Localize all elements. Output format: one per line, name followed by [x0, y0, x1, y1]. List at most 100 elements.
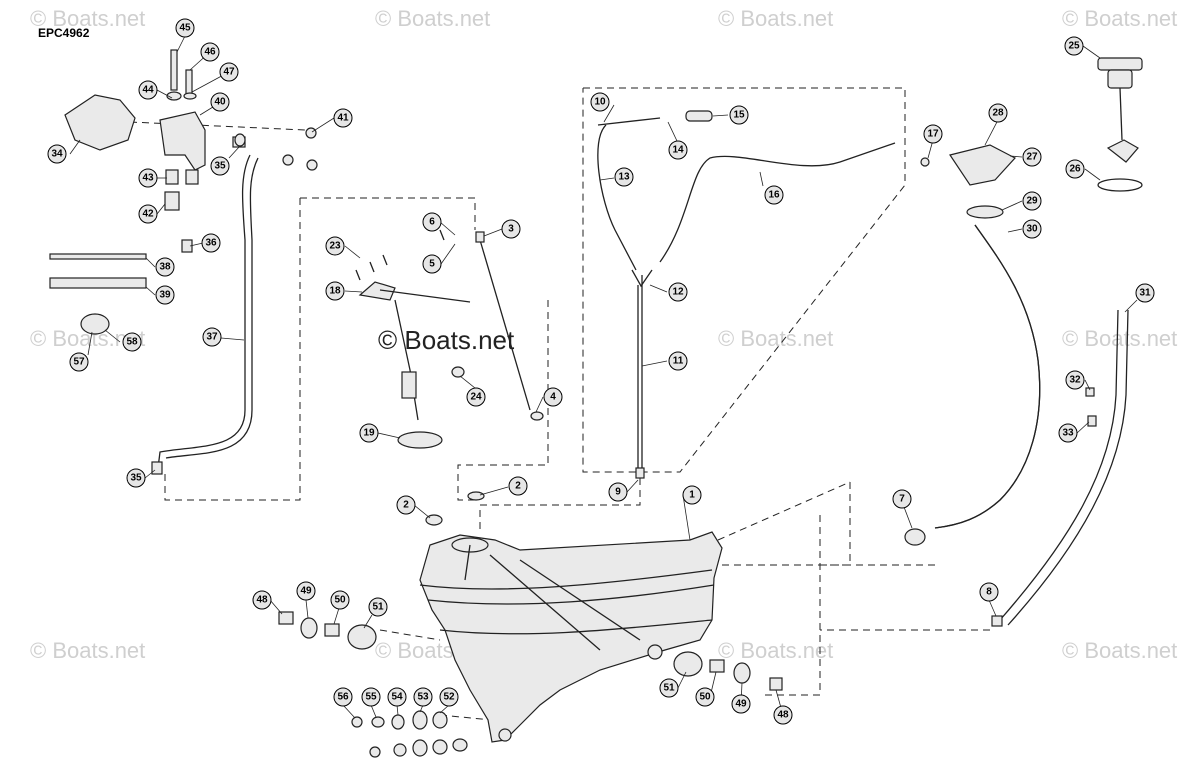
svg-text:39: 39: [159, 290, 171, 301]
callout-33[interactable]: 33: [1058, 423, 1078, 443]
callout-5[interactable]: 5: [422, 254, 442, 274]
svg-text:35: 35: [214, 161, 226, 172]
svg-text:26: 26: [1069, 164, 1081, 175]
callout-16[interactable]: 16: [764, 185, 784, 205]
svg-text:50: 50: [334, 595, 346, 606]
callout-2[interactable]: 2: [396, 495, 416, 515]
callout-40[interactable]: 40: [210, 92, 230, 112]
callout-49[interactable]: 49: [731, 694, 751, 714]
vent-lines: [597, 110, 896, 479]
callout-25[interactable]: 25: [1064, 36, 1084, 56]
callout-41[interactable]: 41: [333, 108, 353, 128]
callout-36[interactable]: 36: [201, 233, 221, 253]
callout-50[interactable]: 50: [330, 590, 350, 610]
callout-57[interactable]: 57: [69, 352, 89, 372]
callout-54[interactable]: 54: [387, 687, 407, 707]
callout-50[interactable]: 50: [695, 687, 715, 707]
callout-30[interactable]: 30: [1022, 219, 1042, 239]
callout-35[interactable]: 35: [210, 156, 230, 176]
callout-48[interactable]: 48: [773, 705, 793, 725]
svg-text:56: 56: [337, 692, 349, 703]
svg-text:42: 42: [142, 209, 154, 220]
svg-text:17: 17: [927, 129, 939, 140]
callout-51[interactable]: 51: [659, 678, 679, 698]
callout-14[interactable]: 14: [668, 140, 688, 160]
callout-39[interactable]: 39: [155, 285, 175, 305]
callout-46[interactable]: 46: [200, 42, 220, 62]
callout-27[interactable]: 27: [1022, 147, 1042, 167]
fuel-pump: [49, 49, 318, 335]
sender-unit: [355, 229, 544, 526]
callout-12[interactable]: 12: [668, 282, 688, 302]
callout-34[interactable]: 34: [47, 144, 67, 164]
callout-24[interactable]: 24: [466, 387, 486, 407]
callout-1[interactable]: 1: [682, 485, 702, 505]
callout-49[interactable]: 49: [296, 581, 316, 601]
svg-text:1: 1: [689, 490, 695, 501]
callout-52[interactable]: 52: [439, 687, 459, 707]
svg-text:49: 49: [735, 699, 747, 710]
callout-37[interactable]: 37: [202, 327, 222, 347]
callout-43[interactable]: 43: [138, 168, 158, 188]
callout-42[interactable]: 42: [138, 204, 158, 224]
svg-text:50: 50: [699, 692, 711, 703]
callout-31[interactable]: 31: [1135, 283, 1155, 303]
svg-text:23: 23: [329, 241, 341, 252]
callout-2[interactable]: 2: [508, 476, 528, 496]
callout-layer: 1 2 2 3 4 5 6 7 8 9 10 11 12 13 14 15 16…: [47, 18, 1155, 725]
callout-19[interactable]: 19: [359, 423, 379, 443]
callout-48[interactable]: 48: [252, 590, 272, 610]
callout-51[interactable]: 51: [368, 597, 388, 617]
callout-28[interactable]: 28: [988, 103, 1008, 123]
callout-44[interactable]: 44: [138, 80, 158, 100]
watermark: © Boats.net: [718, 326, 833, 351]
callout-45[interactable]: 45: [175, 18, 195, 38]
group-boundaries: [129, 87, 990, 721]
callout-18[interactable]: 18: [325, 281, 345, 301]
filler-hose: [904, 144, 1041, 546]
tank-mounts: [278, 611, 783, 758]
callout-35[interactable]: 35: [126, 468, 146, 488]
diagram-code: EPC4962: [38, 26, 90, 40]
watermark: © Boats.net: [1062, 638, 1177, 663]
svg-text:11: 11: [673, 356, 684, 367]
callout-11[interactable]: 11: [668, 351, 688, 371]
center-watermark: © Boats.net: [378, 325, 515, 355]
callout-38[interactable]: 38: [155, 257, 175, 277]
callout-8[interactable]: 8: [979, 582, 999, 602]
svg-text:15: 15: [733, 110, 745, 121]
svg-text:48: 48: [256, 595, 268, 606]
watermark: © Boats.net: [30, 6, 145, 31]
svg-text:38: 38: [159, 262, 171, 273]
callout-23[interactable]: 23: [325, 236, 345, 256]
svg-text:4: 4: [550, 392, 556, 403]
callout-32[interactable]: 32: [1065, 370, 1085, 390]
callout-7[interactable]: 7: [892, 489, 912, 509]
callout-17[interactable]: 17: [923, 124, 943, 144]
leader-lines: [69, 35, 1138, 719]
svg-text:53: 53: [417, 692, 429, 703]
callout-58[interactable]: 58: [122, 332, 142, 352]
callout-47[interactable]: 47: [219, 62, 239, 82]
callout-13[interactable]: 13: [614, 167, 634, 187]
svg-text:40: 40: [214, 97, 226, 108]
callout-55[interactable]: 55: [361, 687, 381, 707]
watermark-layer: © Boats.net © Boats.net © Boats.net © Bo…: [30, 6, 1177, 663]
callout-10[interactable]: 10: [590, 92, 610, 112]
callout-15[interactable]: 15: [729, 105, 749, 125]
callout-26[interactable]: 26: [1065, 159, 1085, 179]
callout-53[interactable]: 53: [413, 687, 433, 707]
svg-text:32: 32: [1069, 375, 1081, 386]
callout-4[interactable]: 4: [543, 387, 563, 407]
svg-text:5: 5: [429, 259, 435, 270]
callout-56[interactable]: 56: [333, 687, 353, 707]
svg-text:47: 47: [223, 67, 235, 78]
svg-text:52: 52: [443, 692, 455, 703]
callout-29[interactable]: 29: [1022, 191, 1042, 211]
vent-hose: [991, 309, 1129, 627]
callout-6[interactable]: 6: [422, 212, 442, 232]
callout-3[interactable]: 3: [501, 219, 521, 239]
callout-9[interactable]: 9: [608, 482, 628, 502]
svg-text:19: 19: [363, 428, 375, 439]
